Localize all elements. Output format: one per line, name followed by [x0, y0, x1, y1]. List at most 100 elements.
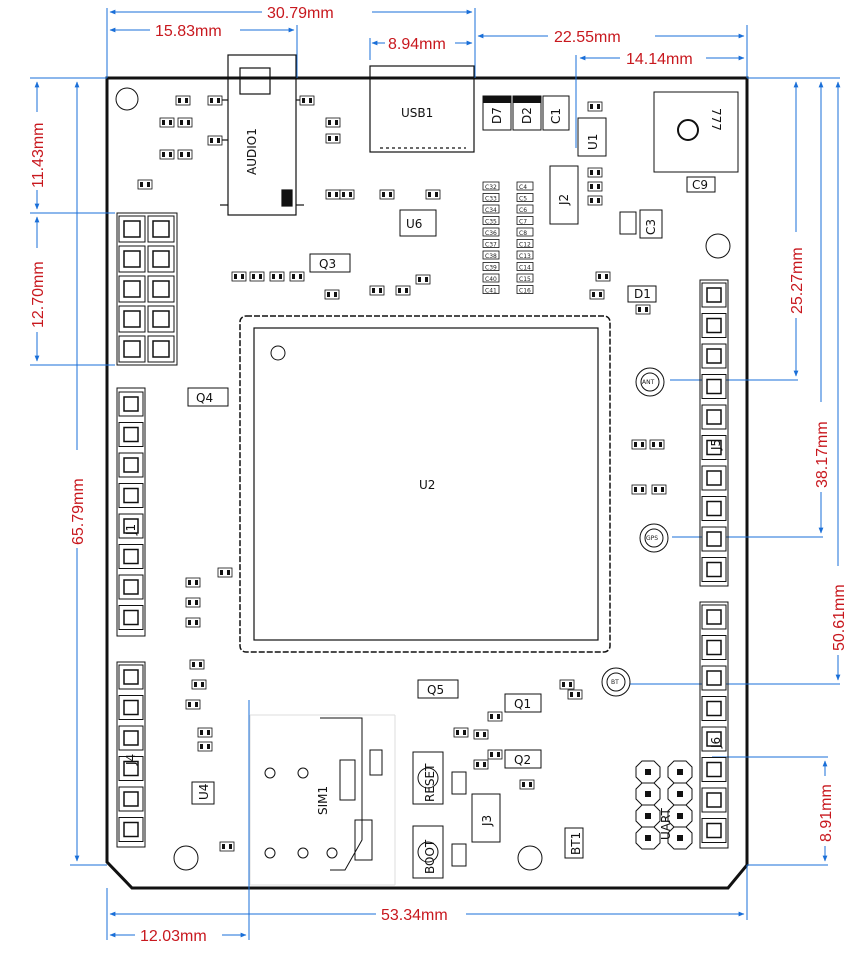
passive-end — [529, 782, 532, 787]
passive-end — [195, 702, 198, 707]
ant-a-label: ANT — [642, 379, 655, 386]
header-pin — [701, 282, 727, 308]
header-pin-inner — [706, 822, 722, 839]
header-pin — [118, 725, 144, 751]
passive-pad — [587, 101, 603, 112]
u4-part — [191, 781, 215, 805]
uart-pin-center — [645, 835, 651, 841]
passive-end — [497, 714, 500, 719]
dim-bottom-left: 12.03mm — [140, 928, 207, 945]
cap-pad — [516, 273, 534, 283]
passive-pad — [197, 727, 213, 738]
passive-pad — [325, 133, 341, 144]
passive-end — [490, 752, 493, 757]
c1-part — [542, 95, 570, 131]
cap-label: C8 — [519, 230, 527, 237]
right-header-j5 — [699, 279, 729, 587]
u6-part — [399, 209, 437, 237]
header-pin — [701, 435, 727, 460]
passive-end — [425, 277, 428, 282]
passive-end — [652, 442, 655, 447]
header-pin-inner — [123, 548, 139, 565]
passive-pad — [177, 117, 193, 128]
u2-pin1-marker — [270, 345, 286, 361]
passive-pad — [395, 285, 411, 296]
passive-pad — [631, 439, 647, 450]
uart-pin-center — [645, 769, 651, 775]
dim-audio-offset: 15.83mm — [155, 23, 222, 40]
dim-right-small: 14.14mm — [626, 51, 693, 68]
header-pin-inner — [123, 457, 139, 473]
uart-pin-center — [677, 791, 683, 797]
passive-end — [192, 662, 195, 667]
left-header-j4 — [116, 661, 146, 848]
passive-end — [349, 192, 352, 197]
audio-label: AUDIO1 — [245, 128, 259, 175]
c1-label: C1 — [549, 108, 563, 124]
passive-end — [178, 98, 181, 103]
passive-end — [200, 730, 203, 735]
header-pin-inner — [706, 792, 722, 808]
passive-pad — [631, 484, 647, 495]
passive-end — [169, 120, 172, 125]
q5-label: Q5 — [427, 683, 444, 697]
cap-label: C15 — [519, 276, 531, 283]
uart-pin-center — [645, 813, 651, 819]
passive-pad — [185, 597, 201, 608]
d2-band — [513, 96, 541, 103]
q3-part — [309, 253, 351, 273]
header-pin-inner — [123, 760, 139, 777]
j2-label: J2 — [557, 194, 571, 206]
passive-pad — [185, 617, 201, 628]
cap-pad — [516, 193, 534, 202]
cap-pad — [516, 285, 534, 294]
passive-pad — [649, 439, 665, 450]
cap-label: C39 — [485, 265, 497, 272]
q4-part — [187, 387, 229, 407]
passive-end — [309, 98, 312, 103]
logo-number: 777 — [709, 108, 723, 131]
uart-header — [635, 760, 693, 850]
passive-end — [562, 682, 565, 687]
header-pin — [701, 526, 727, 552]
q5-part — [417, 679, 459, 699]
passive-end — [180, 152, 183, 157]
passive-pad — [289, 271, 305, 282]
header-pin-inner — [123, 396, 139, 412]
header-pin-inner — [123, 487, 139, 504]
passive-pad — [185, 699, 201, 710]
header-pin — [118, 605, 144, 630]
header-pin — [118, 544, 144, 569]
dim-right-ant2: 38.17mm — [814, 421, 831, 488]
passive-pad — [159, 117, 175, 128]
passive-end — [279, 274, 282, 279]
passive-pad — [595, 271, 611, 282]
passive-pad — [369, 285, 385, 296]
dim-top-overall: 30.79mm — [267, 5, 334, 22]
passive-end — [210, 138, 213, 143]
header-pin-inner — [123, 791, 139, 807]
j2-part — [549, 165, 579, 225]
q2-label: Q2 — [514, 753, 531, 767]
antenna-connector-3 — [601, 667, 631, 697]
header-pin — [701, 757, 727, 782]
dim-right-ant1: 25.27mm — [789, 247, 806, 314]
cap-label: C7 — [519, 219, 527, 226]
header-pin — [701, 696, 727, 721]
passive-pad — [473, 759, 489, 770]
cap-pad — [516, 262, 534, 271]
passive-pad — [453, 727, 469, 738]
header-pin — [701, 496, 727, 521]
passive-end — [463, 730, 466, 735]
passive-end — [195, 580, 198, 585]
header-pin — [118, 817, 144, 842]
passive-end — [335, 120, 338, 125]
cap-pad — [516, 227, 534, 237]
u1-part — [577, 117, 607, 157]
passive-end — [187, 152, 190, 157]
cap-pad — [516, 181, 534, 191]
passive-end — [259, 274, 262, 279]
header-pin-inner — [706, 761, 722, 778]
left-header-j1 — [116, 387, 146, 637]
j5-label: J5 — [709, 439, 723, 451]
